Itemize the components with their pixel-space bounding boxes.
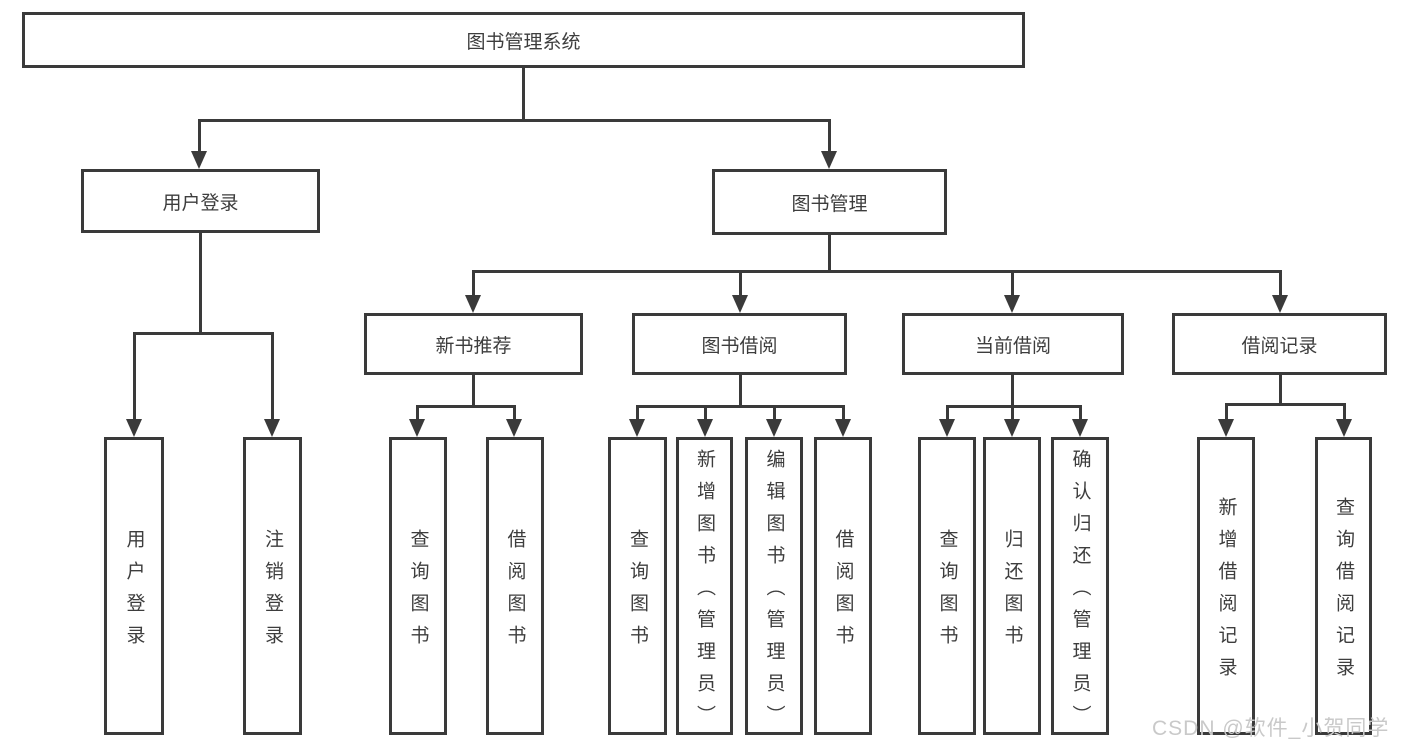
connector-line — [704, 405, 707, 420]
node-label: 查询借阅记录 — [1333, 496, 1354, 689]
node-label: 归还图书 — [1001, 528, 1023, 657]
connector-line — [1225, 403, 1228, 420]
connector-line — [828, 234, 831, 273]
connector-line — [1011, 405, 1014, 420]
connector-line — [513, 405, 516, 420]
arrow-down-icon — [1218, 419, 1234, 437]
connector-line — [636, 405, 845, 408]
arrow-down-icon — [1272, 295, 1288, 313]
arrow-down-icon — [732, 295, 748, 313]
node-label: 借阅记录 — [1241, 335, 1318, 357]
node-current-borrowing: 当前借阅 — [902, 313, 1124, 375]
arrow-down-icon — [264, 419, 280, 437]
node-label: 图书借阅 — [701, 335, 778, 357]
connector-line — [636, 405, 639, 420]
arrow-down-icon — [1072, 419, 1088, 437]
leaf-add-borrow-record: 新增借阅记录 — [1197, 437, 1255, 735]
connector-line — [773, 405, 776, 420]
node-label: 新增借阅记录 — [1215, 496, 1237, 689]
arrow-down-icon — [465, 295, 481, 313]
connector-line — [199, 232, 202, 333]
connector-line — [522, 68, 525, 120]
arrow-down-icon — [191, 151, 207, 169]
connector-line — [828, 120, 831, 152]
node-book-management-module: 图书管理 — [712, 169, 947, 235]
node-label: 编辑图书（管理员） — [763, 448, 785, 737]
leaf-logout: 注销登录 — [243, 437, 302, 735]
leaf-query-borrow-record: 查询借阅记录 — [1315, 437, 1372, 735]
node-book-borrowing: 图书借阅 — [632, 313, 847, 375]
connector-line — [416, 405, 419, 420]
connector-line — [198, 119, 831, 122]
connector-line — [946, 405, 1082, 408]
node-borrowing-records: 借阅记录 — [1172, 313, 1387, 375]
connector-line — [842, 405, 845, 420]
leaf-return-books: 归还图书 — [983, 437, 1041, 735]
node-label: 当前借阅 — [974, 335, 1051, 357]
connector-line — [472, 374, 475, 408]
leaf-query-books-borrowing: 查询图书 — [608, 437, 667, 735]
node-user-login-module: 用户登录 — [81, 169, 320, 233]
node-label: 图书管理 — [791, 193, 868, 215]
leaf-user-login: 用户登录 — [104, 437, 164, 735]
leaf-borrow-books-borrowing: 借阅图书 — [814, 437, 872, 735]
node-label: 用户登录 — [123, 528, 145, 657]
arrow-down-icon — [1336, 419, 1352, 437]
connector-line — [946, 405, 949, 420]
leaf-borrow-books-recommend: 借阅图书 — [486, 437, 544, 735]
leaf-query-books-recommend: 查询图书 — [389, 437, 447, 735]
arrow-down-icon — [766, 419, 782, 437]
arrow-down-icon — [409, 419, 425, 437]
arrow-down-icon — [697, 419, 713, 437]
connector-line — [739, 271, 742, 296]
leaf-edit-books-admin: 编辑图书（管理员） — [745, 437, 803, 737]
node-label: 借阅图书 — [832, 528, 854, 657]
csdn-watermark: CSDN @软件_小贺同学 — [1152, 717, 1390, 740]
connector-line — [1079, 405, 1082, 420]
connector-line — [472, 270, 1282, 273]
arrow-down-icon — [821, 151, 837, 169]
node-label: 确认归还（管理员） — [1069, 448, 1091, 737]
connector-line — [198, 120, 201, 152]
arrow-down-icon — [629, 419, 645, 437]
node-label: 图书管理系统 — [466, 31, 581, 53]
node-label: 注销登录 — [262, 528, 283, 657]
arrow-down-icon — [1004, 295, 1020, 313]
connector-line — [416, 405, 516, 408]
node-label: 借阅图书 — [504, 528, 526, 657]
connector-line — [271, 333, 274, 420]
connector-line — [739, 374, 742, 408]
node-label: 查询图书 — [936, 528, 958, 657]
connector-line — [1225, 403, 1346, 406]
node-new-book-recommendation: 新书推荐 — [364, 313, 583, 375]
node-label: 查询图书 — [407, 528, 429, 657]
arrow-down-icon — [506, 419, 522, 437]
node-label: 新增图书（管理员） — [694, 448, 715, 737]
connector-line — [1011, 374, 1014, 408]
leaf-query-books-current: 查询图书 — [918, 437, 976, 735]
arrow-down-icon — [835, 419, 851, 437]
connector-line — [1279, 271, 1282, 296]
node-library-management-system: 图书管理系统 — [22, 12, 1025, 68]
connector-line — [133, 333, 136, 420]
node-label: 查询图书 — [627, 528, 648, 657]
leaf-confirm-return-admin: 确认归还（管理员） — [1051, 437, 1109, 737]
arrow-down-icon — [1004, 419, 1020, 437]
connector-line — [1011, 271, 1014, 296]
connector-line — [1279, 374, 1282, 406]
arrow-down-icon — [126, 419, 142, 437]
connector-line — [472, 271, 475, 296]
arrow-down-icon — [939, 419, 955, 437]
node-label: 新书推荐 — [435, 335, 512, 357]
connector-line — [133, 332, 274, 335]
connector-line — [1343, 403, 1346, 420]
node-label: 用户登录 — [162, 192, 239, 214]
leaf-add-books-admin: 新增图书（管理员） — [676, 437, 733, 737]
